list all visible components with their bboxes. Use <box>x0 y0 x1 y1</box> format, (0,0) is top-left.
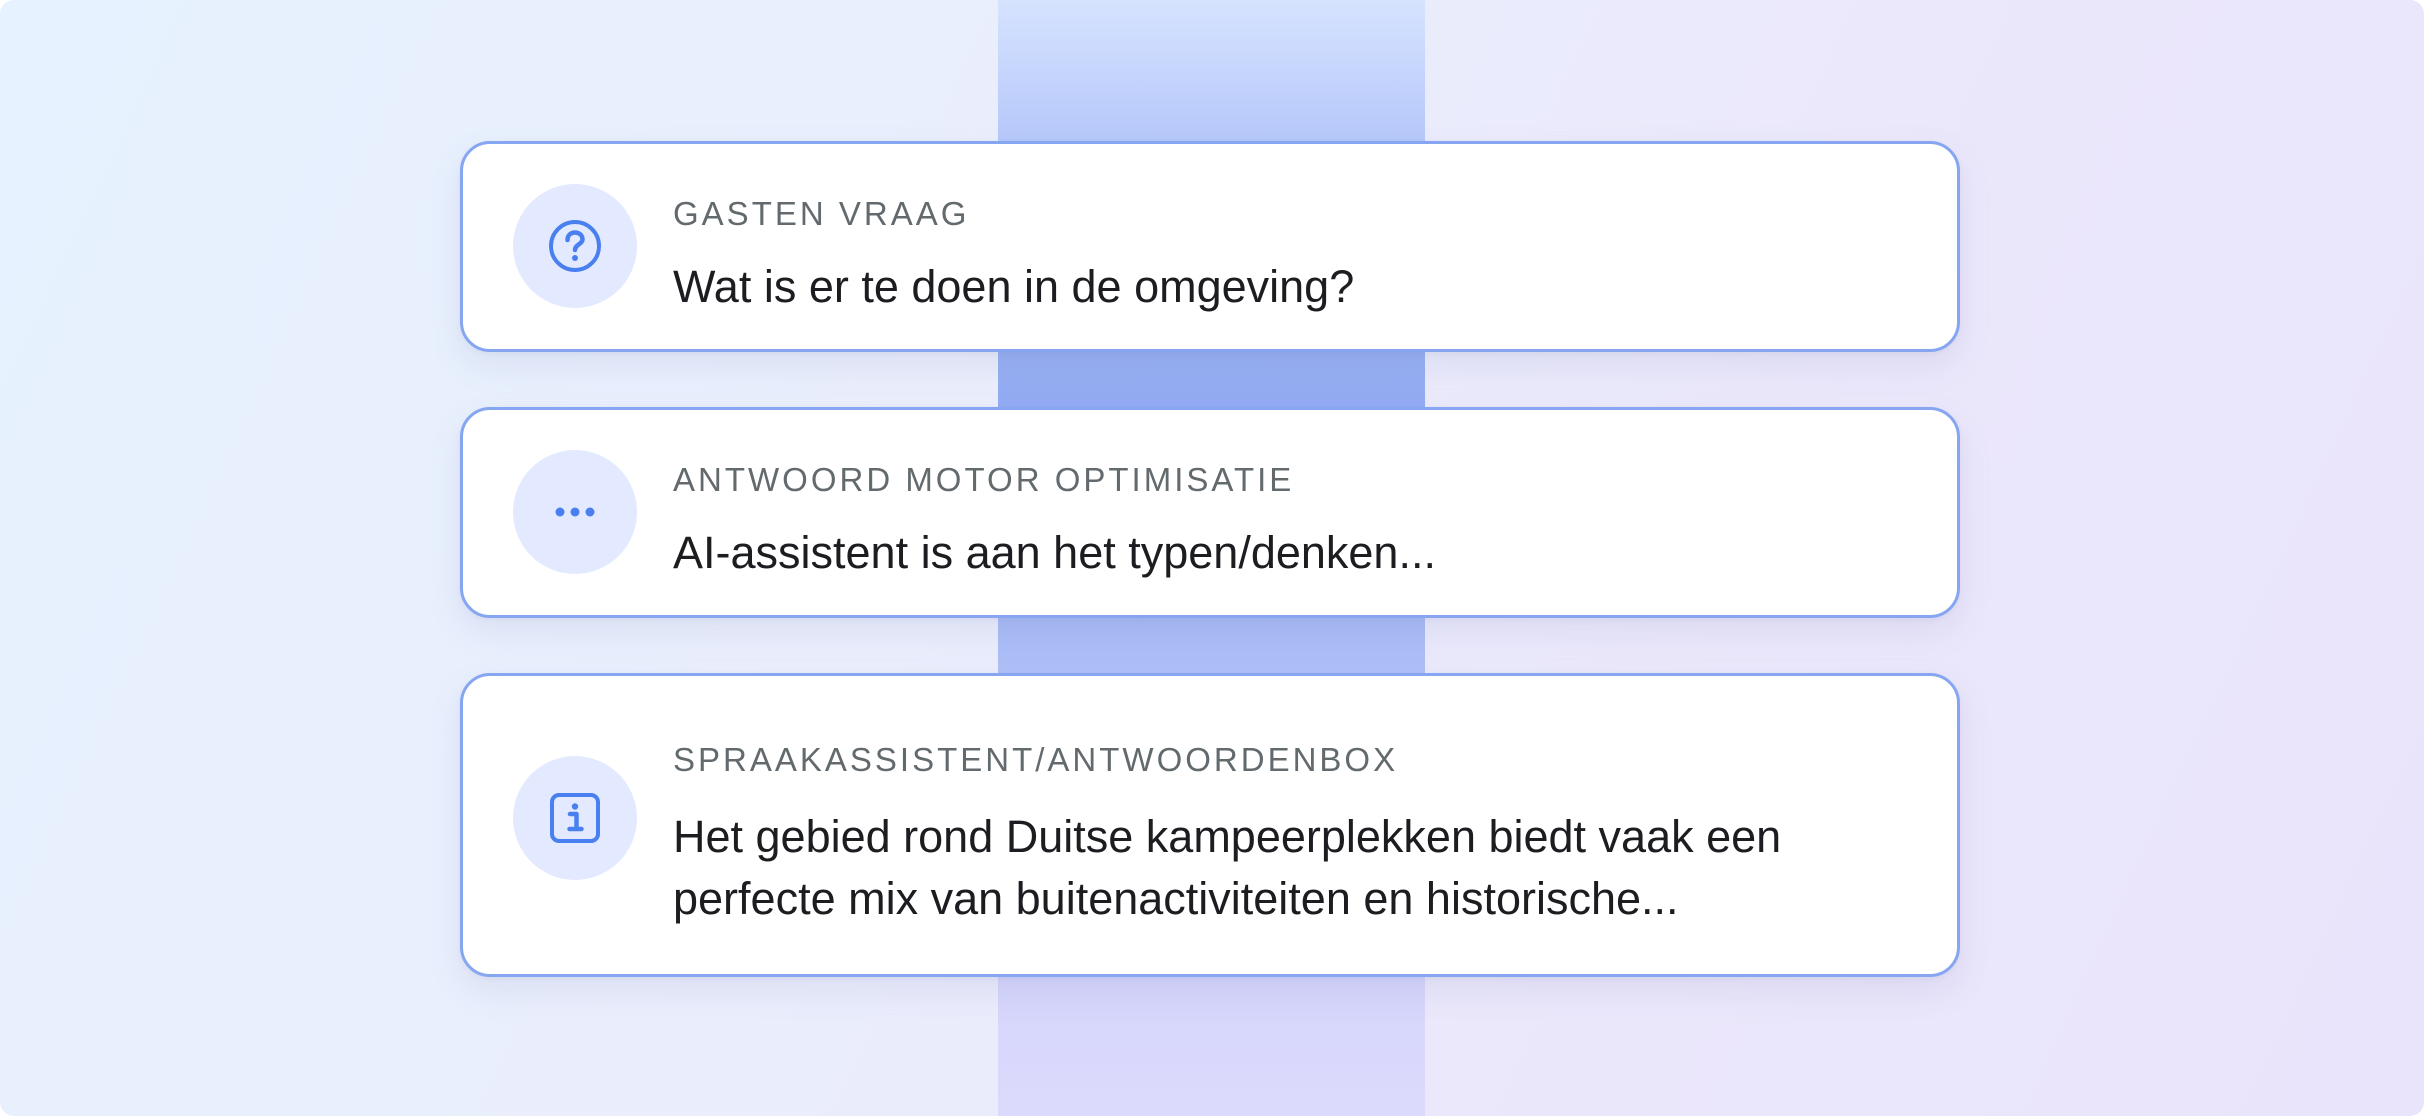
card-content: ANTWOORD MOTOR OPTIMISATIE AI-assistent … <box>673 458 1897 584</box>
card-text: Wat is er te doen in de omgeving? <box>673 261 1355 312</box>
voice-assistant-card: SPRAAKASSISTENT/ANTWOORDENBOX Het gebied… <box>460 673 1960 977</box>
ellipsis-icon <box>513 450 637 574</box>
guest-question-card: GASTEN VRAAG Wat is er te doen in de omg… <box>460 141 1960 352</box>
card-content: SPRAAKASSISTENT/ANTWOORDENBOX Het gebied… <box>673 738 1897 930</box>
card-text: Het gebied rond Duitse kampeerplekken bi… <box>673 811 1782 924</box>
card-content: GASTEN VRAAG Wat is er te doen in de omg… <box>673 192 1897 318</box>
info-square-icon <box>513 756 637 880</box>
card-label: SPRAAKASSISTENT/ANTWOORDENBOX <box>673 741 1399 778</box>
answer-engine-card: ANTWOORD MOTOR OPTIMISATIE AI-assistent … <box>460 407 1960 618</box>
question-circle-icon <box>513 184 637 308</box>
card-label: ANTWOORD MOTOR OPTIMISATIE <box>673 461 1295 498</box>
card-label: GASTEN VRAAG <box>673 195 970 232</box>
card-text: AI-assistent is aan het typen/denken... <box>673 527 1436 578</box>
